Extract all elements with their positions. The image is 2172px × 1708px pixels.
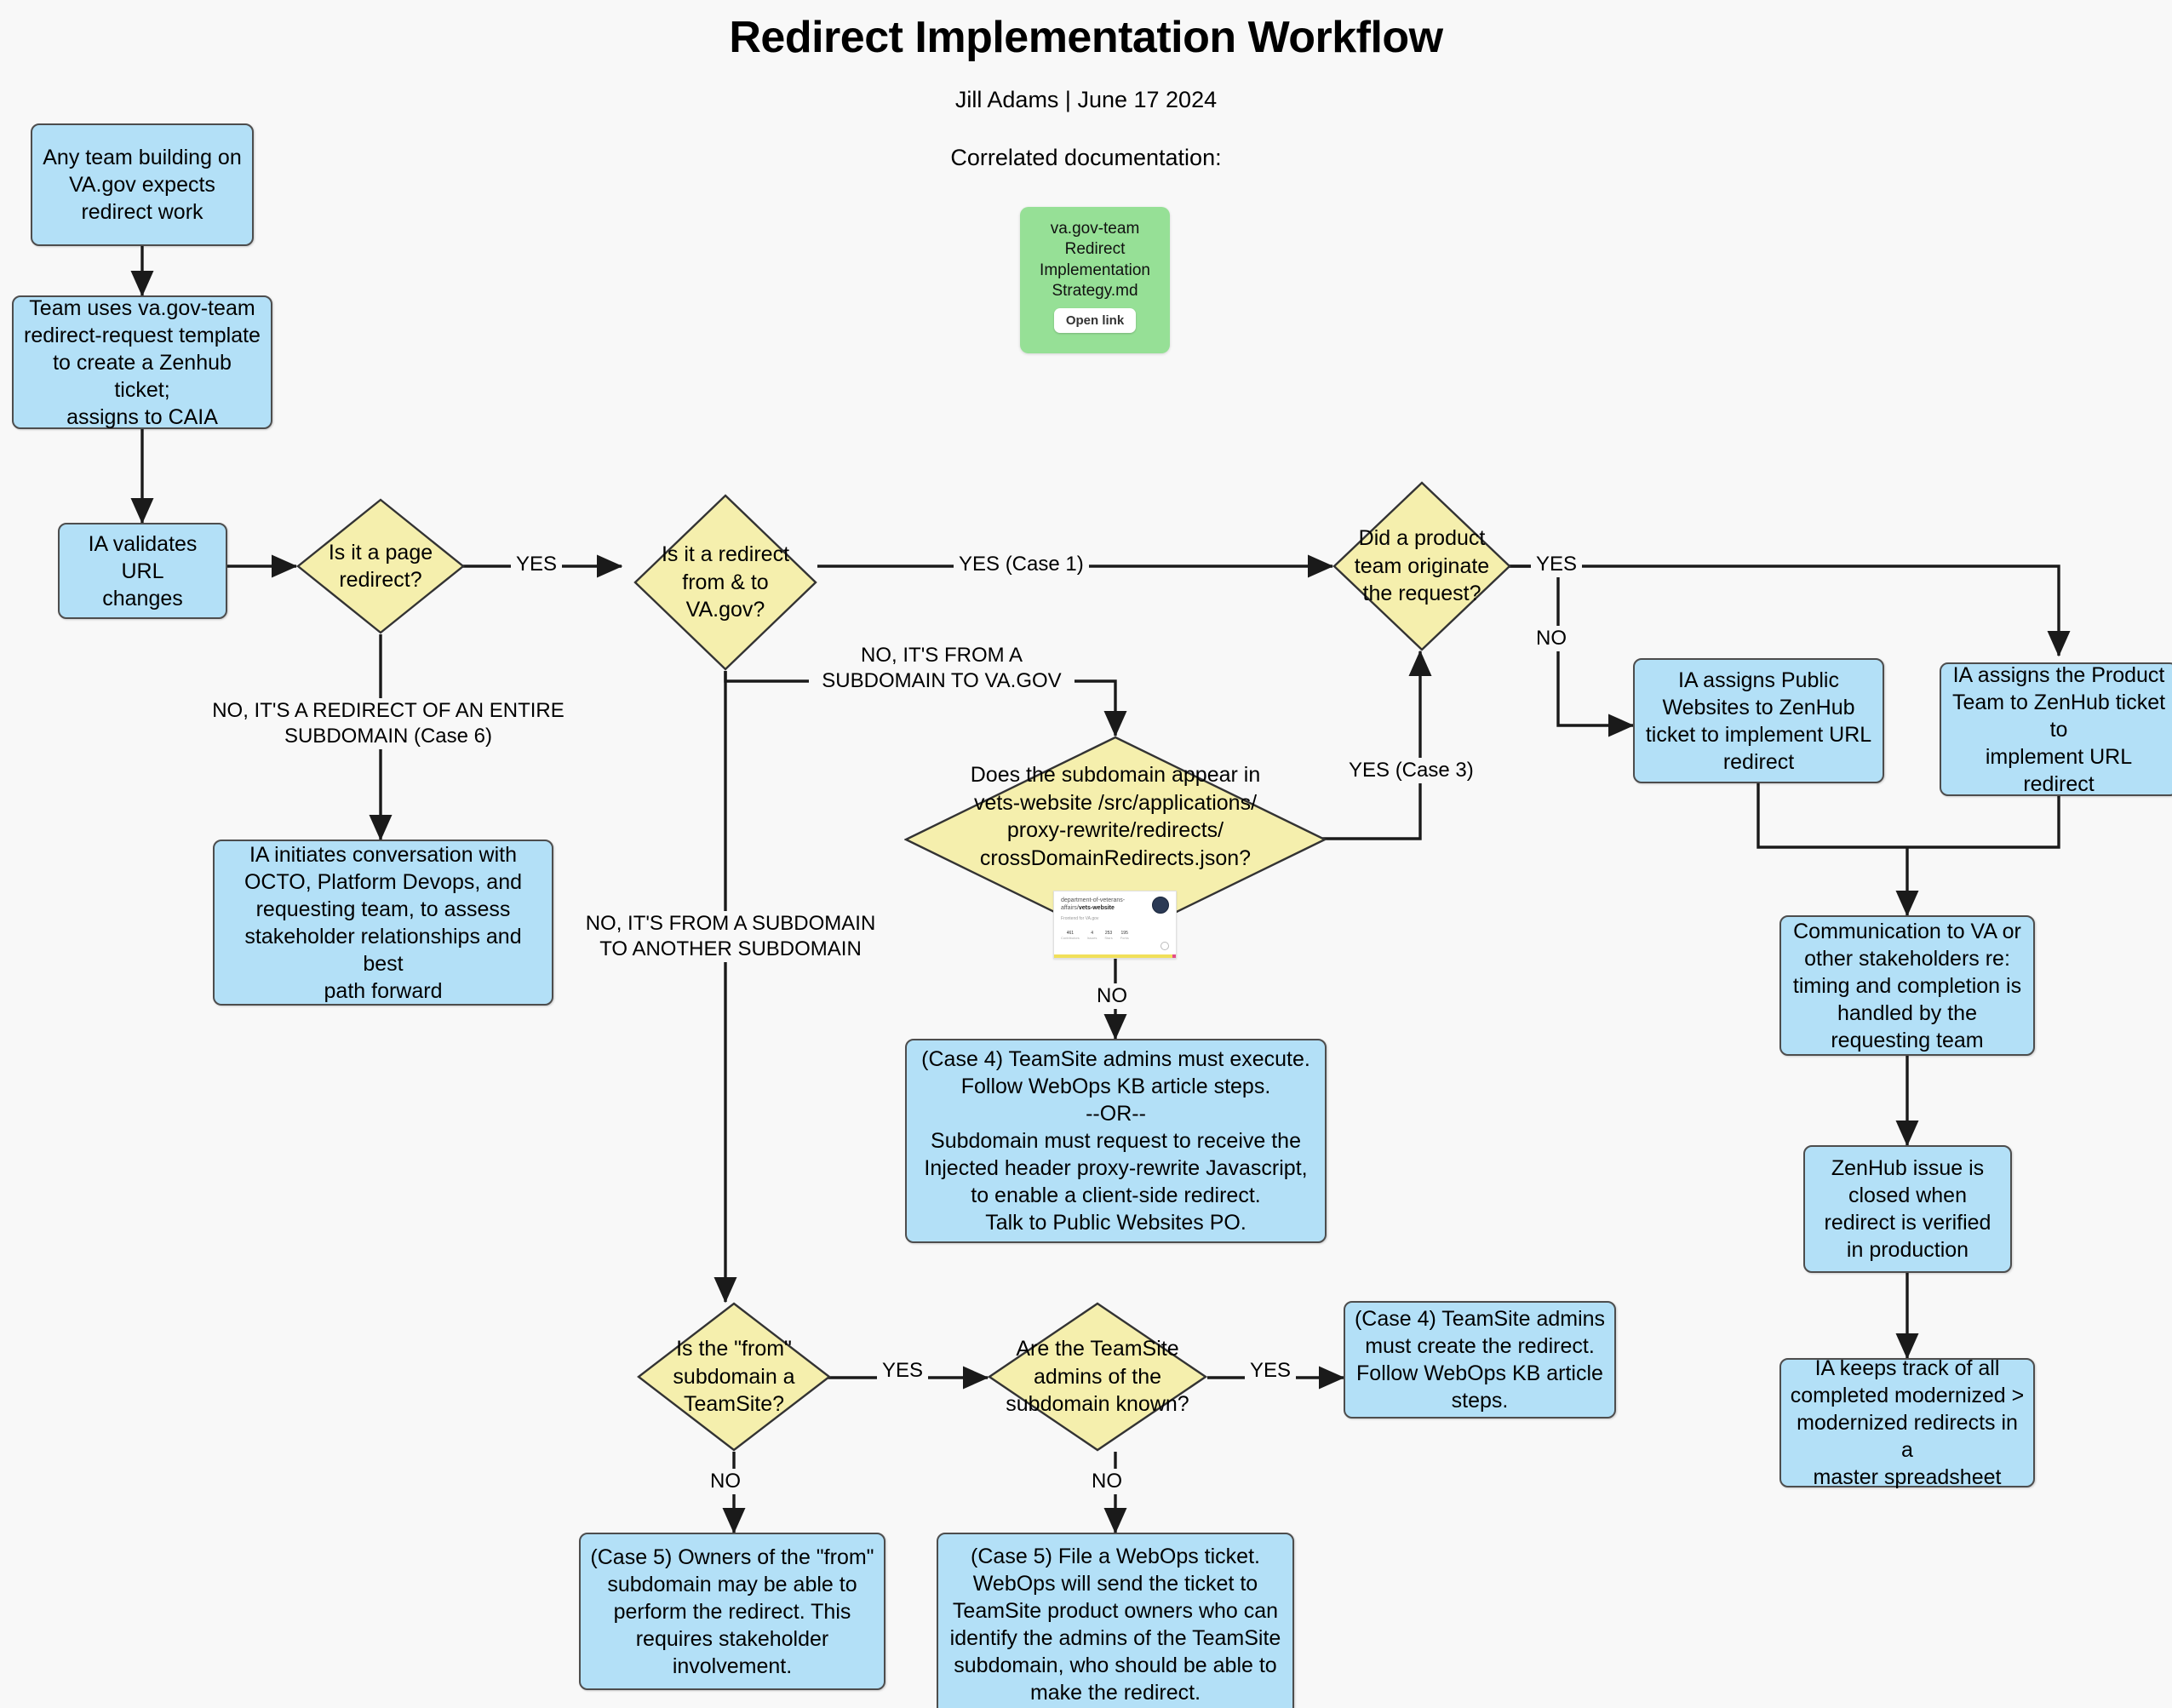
github-repo-subtitle: Frontend for VA.gov [1061, 915, 1099, 921]
edge-label-entire-subdomain-case6: NO, IT'S A REDIRECT OF AN ENTIRE SUBDOMA… [204, 698, 572, 749]
github-mark-icon [1161, 942, 1169, 950]
edge-label-subdomain-to-another-subdomain: NO, IT'S FROM A SUBDOMAIN TO ANOTHER SUB… [572, 911, 889, 962]
github-stat-issues: 4 Issues [1086, 930, 1097, 940]
edge-label-yes-case1: YES (Case 1) [954, 552, 1089, 577]
diamond-shape [1332, 481, 1511, 651]
language-bar [1054, 954, 1176, 958]
github-repo-label: vets-website [1078, 904, 1115, 911]
edge-label-teamsite-yes: YES [877, 1358, 929, 1384]
edge-label-product-team-yes: YES [1531, 552, 1583, 577]
edge-label-product-team-no: NO [1531, 626, 1572, 651]
decision-from-subdomain-teamsite[interactable]: Is the "from" subdomain a TeamSite? [637, 1302, 831, 1452]
edge-label-admins-known-yes: YES [1245, 1358, 1297, 1384]
process-case5-file-webops-ticket[interactable]: (Case 5) File a WebOps ticket. WebOps wi… [937, 1533, 1294, 1708]
edge-label-page-redirect-yes: YES [511, 552, 563, 577]
edge-label-admins-known-no: NO [1086, 1469, 1127, 1494]
diamond-shape [296, 498, 465, 634]
decision-label: Are the TeamSite admins of the subdomain… [1006, 1337, 1189, 1417]
edge-label-teamsite-no: NO [705, 1469, 746, 1494]
diamond-shape [633, 494, 817, 671]
github-stat-contributors: 461 Contributors [1061, 930, 1080, 940]
decision-label: Does the subdomain appear in vets-websit… [970, 763, 1261, 870]
decision-redirect-from-to-vagov[interactable]: Is it a redirect from & to VA.gov? [633, 494, 817, 671]
decision-is-page-redirect[interactable]: Is it a page redirect? [296, 498, 465, 634]
decision-label: Did a product team originate the request… [1354, 526, 1490, 606]
correlated-documentation-heading: Correlated documentation: [950, 145, 1222, 170]
language-bar-secondary [1172, 954, 1176, 958]
documentation-card-title: va.gov-team Redirect Implementation Stra… [1040, 220, 1150, 300]
page-byline: Jill Adams | June 17 2024 [954, 87, 1218, 112]
diamond-shape [988, 1302, 1207, 1452]
github-stats: 461 Contributors 4 Issues 253 Stars 195 … [1054, 931, 1176, 940]
decision-label: Is it a page redirect? [328, 540, 433, 593]
process-communication-to-va[interactable]: Communication to VA or other stakeholder… [1779, 915, 2035, 1056]
github-stat-stars: 253 Stars [1104, 930, 1113, 940]
edge-label-subdomain-json-no: NO [1092, 983, 1132, 1009]
process-ia-assigns-product-team[interactable]: IA assigns the Product Team to ZenHub ti… [1940, 662, 2172, 796]
decision-product-team-originate[interactable]: Did a product team originate the request… [1332, 481, 1511, 651]
documentation-card[interactable]: va.gov-team Redirect Implementation Stra… [1020, 207, 1170, 353]
github-card-header: department-of-veterans-affairs/vets-webs… [1054, 891, 1176, 923]
va-seal-icon [1152, 897, 1169, 914]
decision-label: Is it a redirect from & to VA.gov? [661, 542, 790, 622]
process-ia-initiates-conversation[interactable]: IA initiates conversation with OCTO, Pla… [213, 840, 553, 1006]
edge-label-yes-case3: YES (Case 3) [1344, 758, 1479, 783]
diamond-shape [637, 1302, 831, 1452]
github-stat-forks: 195 Forks [1120, 930, 1129, 940]
decision-subdomain-in-crossdomainredirects[interactable]: Does the subdomain appear in vets-websit… [904, 736, 1327, 959]
page-title: Redirect Implementation Workflow [729, 13, 1443, 62]
process-ia-keeps-track[interactable]: IA keeps track of all completed moderniz… [1779, 1356, 2035, 1489]
github-repo-owner: department-of-veterans-affairs/ [1061, 897, 1126, 911]
process-team-uses-template[interactable]: Team uses va.gov-team redirect-request t… [12, 295, 272, 429]
open-link-button[interactable]: Open link [1053, 308, 1137, 334]
process-case4-teamsite-admins-execute[interactable]: (Case 4) TeamSite admins must execute. F… [905, 1039, 1327, 1243]
process-ia-assigns-public-websites[interactable]: IA assigns Public Websites to ZenHub tic… [1633, 658, 1884, 783]
process-zenhub-issue-closed[interactable]: ZenHub issue is closed when redirect is … [1803, 1145, 2012, 1273]
process-any-team-building[interactable]: Any team building on VA.gov expects redi… [31, 123, 254, 246]
decision-teamsite-admins-known[interactable]: Are the TeamSite admins of the subdomain… [988, 1302, 1207, 1452]
edge-label-from-subdomain-to-vagov: NO, IT'S FROM A SUBDOMAIN TO VA.GOV [809, 643, 1075, 694]
process-case4-teamsite-create-redirect[interactable]: (Case 4) TeamSite admins must create the… [1344, 1301, 1616, 1419]
process-ia-validates-url[interactable]: IA validates URL changes [58, 523, 227, 619]
decision-label: Is the "from" subdomain a TeamSite? [673, 1337, 795, 1417]
process-case5-owners-from-subdomain[interactable]: (Case 5) Owners of the "from" subdomain … [579, 1533, 885, 1690]
github-repo-preview-card[interactable]: department-of-veterans-affairs/vets-webs… [1053, 891, 1177, 959]
github-repo-name: department-of-veterans-affairs/vets-webs… [1061, 897, 1141, 913]
